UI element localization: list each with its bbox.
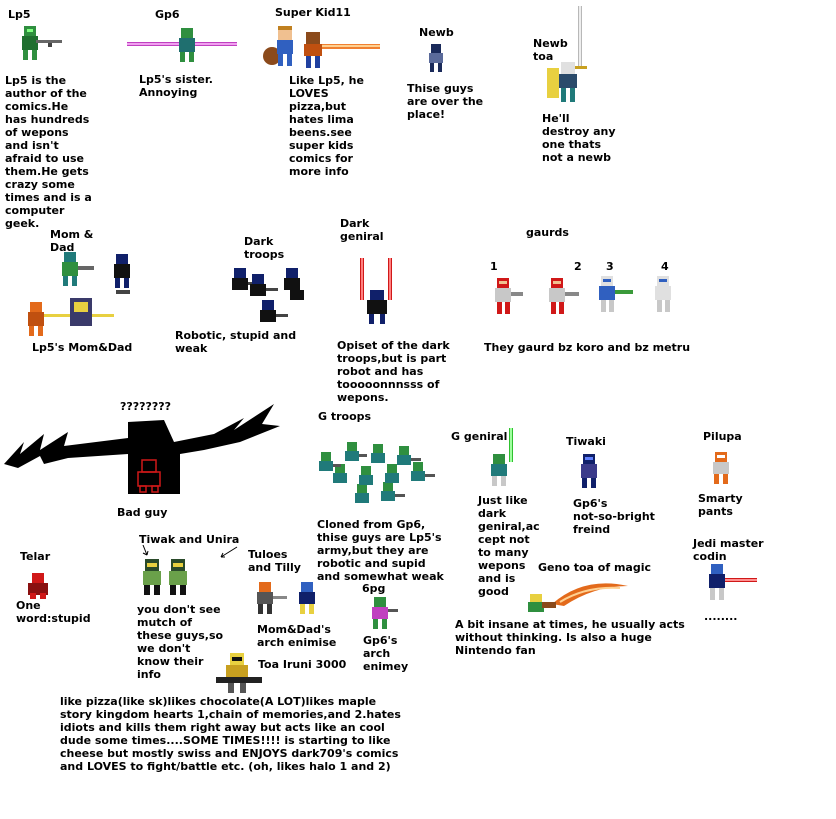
momdad-name: Mom & Dad [50,228,94,254]
newbtoa-description: He'll destroy any one thats not a newb [542,112,616,164]
tuloes-description: Mom&Dad's arch enimise [257,623,337,649]
tiwaki-sprite-icon [577,452,603,492]
gaurds-sprite-icon [493,274,689,318]
tiwaki-name: Tiwaki [566,435,606,448]
gtroops-description: Cloned from Gp6, thise guys are Lp5's ar… [317,518,444,583]
momdad-description: Lp5's Mom&Dad [32,341,133,354]
jedi-sprite-icon [705,564,759,606]
tiwak-name: Tiwak and Unira [139,533,240,546]
newb-name: Newb [419,26,454,39]
gp6-sprite-icon [127,26,237,66]
lp5-sprite-icon [18,24,64,64]
telar-sprite-icon [24,573,52,599]
tuloes-name: Tuloes and Tilly [248,548,301,574]
darktroops-description: Robotic, stupid and weak [175,329,297,355]
gp6-name: Gp6 [155,8,180,21]
jedi-description: ........ [704,610,738,623]
tiwak-sprite-icon [137,545,245,597]
newbtoa-name: Newb toa [533,37,568,63]
geno-description: A bit insane at times, he usually acts w… [455,618,685,657]
ggeniral-name: G geniral [451,430,508,443]
badguy-name: ???????? [120,400,172,413]
ggeniral-description: Just like dark geniral,ac cept not to ma… [478,494,540,598]
gtroops-sprite-icon [317,440,437,506]
gaurds-name: gaurds [526,226,569,239]
jedi-name: Jedi master codin [693,537,764,563]
geno-name: Geno toa of magic [538,561,651,574]
geno-sprite-icon [524,580,634,614]
telar-name: Telar [20,550,51,563]
newbtoa-sprite-icon [545,6,595,106]
gp6-description: Lp5's sister. Annoying [139,73,213,99]
superkid-name: Super Kid11 [275,6,351,19]
pilupa-description: Smarty pants [698,492,743,518]
darktroops-name: Dark troops [244,235,285,261]
darkgeniral-sprite-icon [357,258,397,328]
lp5-description: Lp5 is the author of the comics.He has h… [5,74,92,230]
newb-description: Thise guys are over the place! [407,82,484,121]
newb-sprite-icon [427,44,447,74]
iruni-name: Toa Iruni 3000 [258,658,347,671]
tuloes-sprite-icon [253,580,323,618]
sixpg-sprite-icon [366,597,400,631]
gaurds-description: They gaurd bz koro and bz metru [484,341,691,354]
iruni-sprite-icon [216,653,262,695]
iruni-description: like pizza(like sk)likes chocolate(A LOT… [60,695,401,773]
sixpg-description: Gp6's arch enimey [363,634,409,673]
sixpg-name: 6pg [362,582,386,595]
badguy-description: Bad guy [117,506,168,519]
ggeniral-sprite-icon [485,428,519,490]
pilupa-name: Pilupa [703,430,742,443]
gaurd-number-3: 3 [606,260,614,273]
gaurd-number-2: 2 [574,260,582,273]
gaurd-number-1: 1 [490,260,498,273]
superkid-sprite-icon [262,26,380,72]
darktroops-sprite-icon [232,264,308,326]
tiwak-description: you don't see mutch of these guys,so we … [137,603,224,681]
gaurd-number-4: 4 [661,260,669,273]
badguy-sprite-icon [4,402,280,496]
telar-description: One word:stupid [16,599,91,625]
darkgeniral-description: Opiset of the dark troops,but is part ro… [337,339,450,404]
tiwaki-description: Gp6's not-so-bright freind [573,497,655,536]
superkid-description: Like Lp5, he LOVES pizza,but hates lima … [289,74,364,178]
darkgeniral-name: Dark geniral [340,217,384,243]
gtroops-name: G troops [318,410,372,423]
momdad-sprite-icon [22,250,144,338]
lp5-name: Lp5 [8,8,31,21]
pilupa-sprite-icon [709,452,735,488]
